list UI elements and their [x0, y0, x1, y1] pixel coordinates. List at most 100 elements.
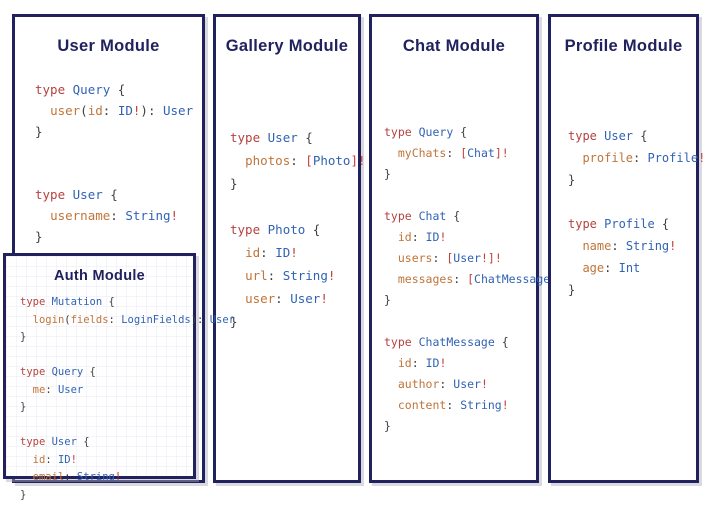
code-line: }: [568, 169, 696, 191]
code-token: :: [604, 261, 619, 275]
code-token: ]!: [350, 153, 366, 168]
code-token: !: [669, 239, 677, 253]
code-token: :: [260, 245, 276, 260]
code-token: }: [384, 419, 391, 433]
code-token: type: [230, 130, 268, 145]
code-token: Photo: [312, 153, 351, 168]
code-token: }: [230, 314, 238, 329]
code-token: User: [453, 251, 481, 265]
code-line: me: User: [20, 382, 193, 400]
code-token: {: [453, 209, 461, 223]
code-token: :: [64, 471, 77, 483]
code-token: }: [230, 176, 238, 191]
code-line: name: String!: [568, 235, 696, 257]
code-line: [568, 191, 696, 213]
code-token: }: [20, 401, 27, 413]
code-line: }: [384, 416, 536, 437]
code-token: [384, 398, 398, 412]
code-line: }: [20, 399, 193, 417]
auth-module-title: Auth Module: [53, 268, 146, 284]
code-token: User: [267, 130, 306, 145]
code-line: user: User!: [230, 287, 358, 310]
code-token: :: [275, 291, 291, 306]
gallery-module-title: Gallery Module: [225, 37, 349, 55]
code-token: profile: [582, 151, 634, 165]
code-token: type: [35, 187, 73, 202]
code-token: type: [384, 335, 419, 349]
code-line: profile: Profile!: [568, 147, 704, 169]
code-token: Chat: [418, 209, 454, 223]
code-line: type User {: [568, 125, 696, 147]
code-token: [568, 261, 582, 275]
code-token: name: [582, 239, 612, 253]
code-token: [20, 454, 33, 466]
code-token: [230, 153, 245, 168]
code-token: id: [87, 103, 103, 118]
code-token: !: [114, 471, 122, 483]
code-token: ]!: [494, 146, 509, 160]
code-token: email: [32, 471, 65, 483]
code-line: type Chat {: [384, 206, 536, 227]
code-line: login(fields: LoginFields): User: [20, 312, 235, 330]
code-token: type: [20, 366, 52, 378]
code-token: :: [267, 268, 283, 283]
code-token: [35, 103, 50, 118]
panel-auth-module: Auth Module type Mutation { login(fields…: [3, 253, 235, 501]
code-token: [: [460, 146, 468, 160]
code-token: User: [604, 129, 641, 143]
code-token: :: [102, 103, 118, 118]
code-token: !: [698, 151, 704, 165]
code-line: username: String!: [35, 205, 202, 226]
code-token: }: [384, 167, 391, 181]
code-token: id: [32, 453, 46, 466]
code-line: content: String!: [384, 395, 536, 416]
user-module-code: type Query { user(id: ID!): User} type U…: [35, 79, 202, 247]
code-token: ):: [190, 313, 210, 326]
panel-chat-module: Chat Module type Query { myChats: [Chat]…: [369, 14, 564, 483]
code-token: user: [50, 103, 81, 118]
code-line: [35, 142, 202, 163]
code-token: :: [411, 230, 426, 244]
code-line: [384, 311, 536, 332]
code-token: User: [51, 436, 84, 448]
code-token: [20, 314, 33, 326]
code-line: }: [384, 164, 536, 185]
code-line: }: [35, 226, 202, 247]
code-token: Profile: [647, 151, 699, 165]
code-token: [568, 239, 582, 253]
code-token: String: [282, 268, 328, 283]
panel-gallery-module: Gallery Module type User { photos: [Phot…: [213, 14, 366, 483]
code-line: id: ID!: [230, 241, 358, 264]
code-line: type User {: [35, 184, 202, 205]
code-token: [20, 384, 33, 396]
panel-profile-module: Profile Module type User { profile: Prof…: [548, 14, 704, 483]
code-line: email: String!: [20, 469, 193, 487]
code-token: users: [397, 251, 433, 265]
code-line: }: [230, 172, 358, 195]
code-token: ID: [275, 245, 291, 260]
code-token: :: [290, 153, 306, 168]
code-token: type: [20, 436, 52, 448]
code-token: type: [20, 296, 52, 308]
code-token: id: [245, 245, 261, 260]
code-token: }: [568, 283, 576, 297]
code-line: id: ID!: [20, 452, 193, 470]
code-token: user: [245, 291, 276, 306]
code-line: users: [User!]!: [384, 248, 536, 269]
code-token: [230, 245, 245, 260]
code-token: {: [312, 222, 321, 237]
code-token: !: [439, 230, 447, 244]
code-token: Photo: [267, 222, 313, 237]
code-line: author: User!: [384, 374, 536, 395]
code-token: String: [460, 398, 502, 412]
gallery-module-code: type User { photos: [Photo]!} type Photo…: [230, 126, 366, 333]
code-token: !: [327, 268, 336, 283]
code-line: user(id: ID!): User: [35, 100, 202, 121]
code-token: :: [439, 377, 454, 391]
code-token: User: [163, 103, 194, 118]
code-token: Query: [72, 82, 118, 97]
code-token: :: [108, 313, 122, 326]
code-token: :: [411, 356, 426, 370]
code-line: }: [20, 329, 193, 347]
code-token: author: [397, 377, 440, 391]
